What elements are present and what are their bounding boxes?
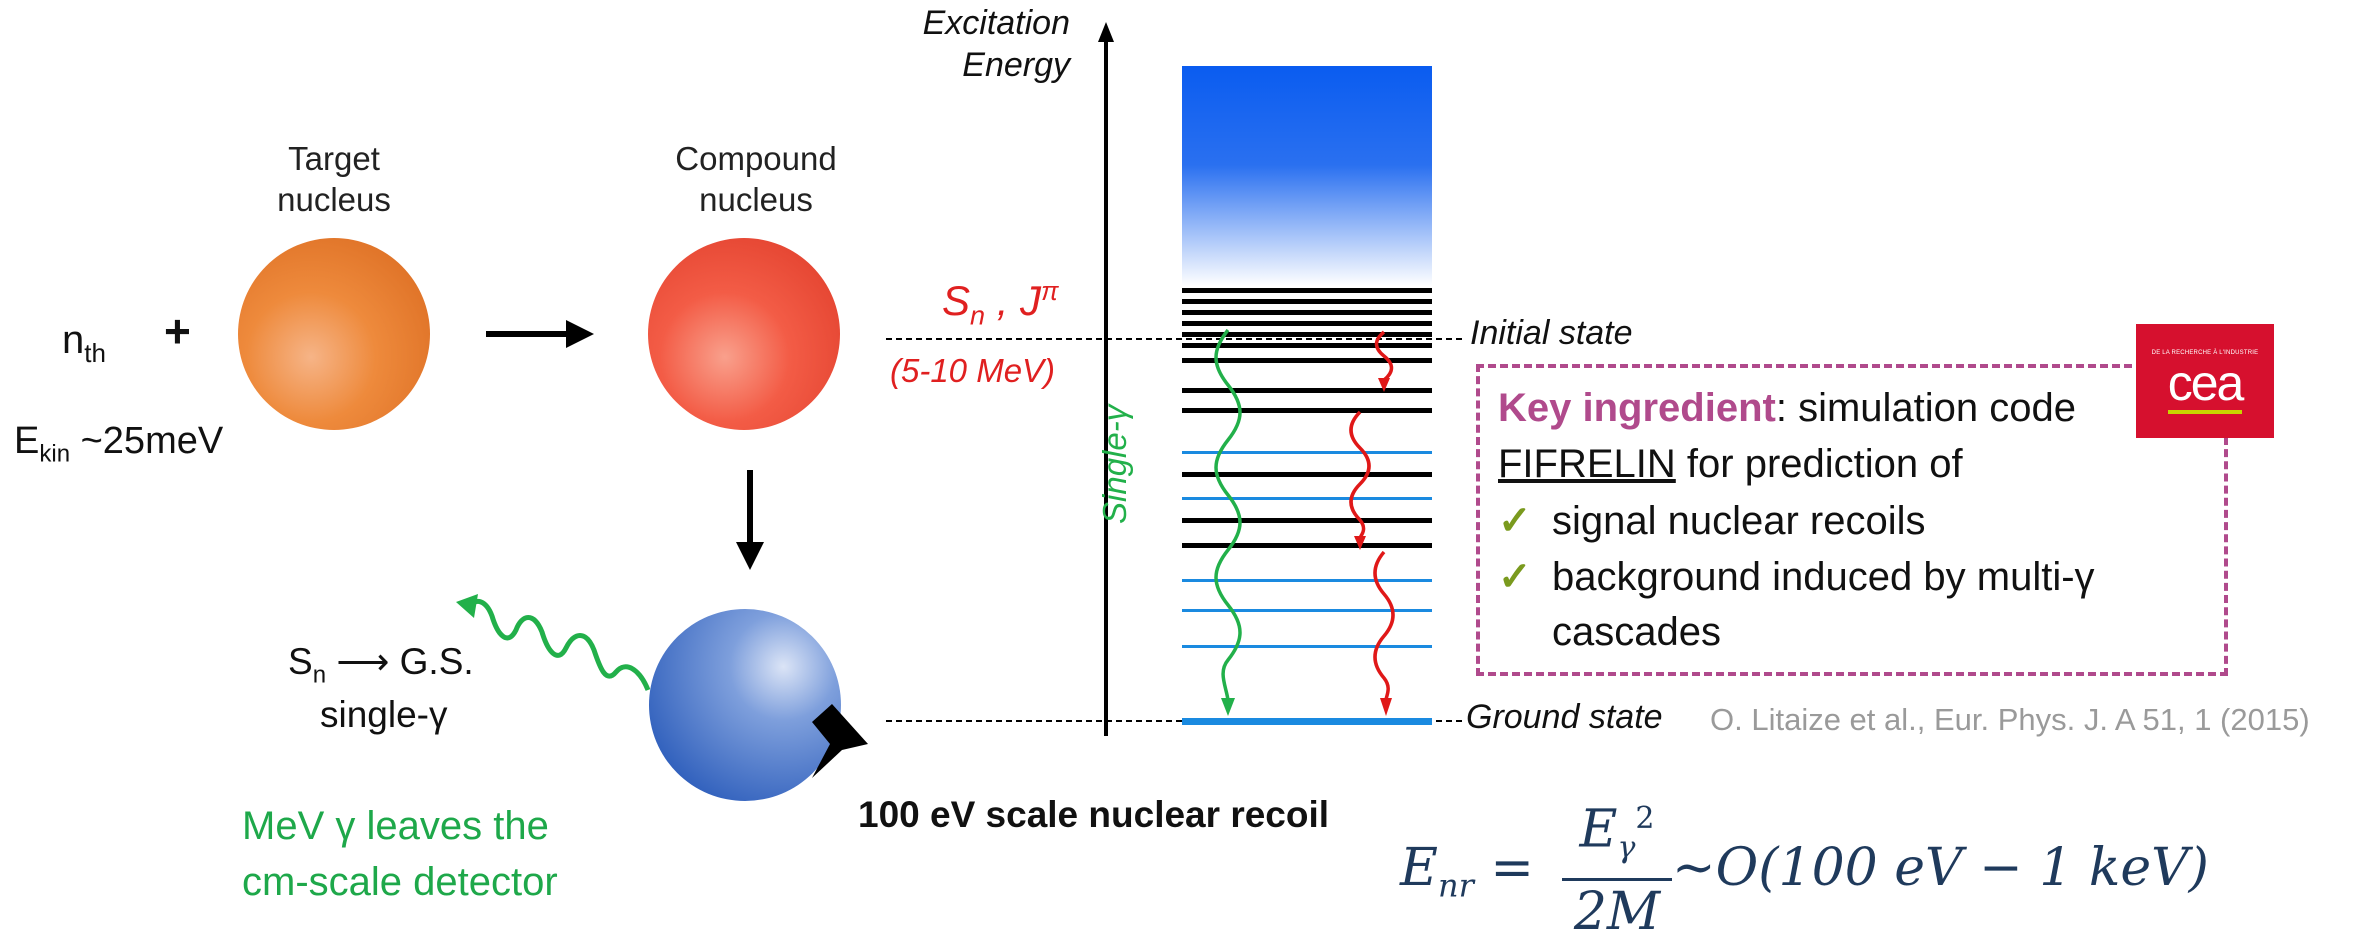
- sn-to-gs-label: Sn ⟶ G.S.: [288, 640, 474, 689]
- key-item-2-continuation: cascades: [1552, 610, 1721, 655]
- continuum-band: [1182, 66, 1432, 286]
- key-ingredient-box: Key ingredient: simulation code FIFRELIN…: [1476, 364, 2228, 676]
- cea-logo-underline: [2168, 410, 2242, 414]
- key-line-2: FIFRELIN for prediction of: [1498, 442, 1963, 487]
- cea-logo-text: cea: [2167, 355, 2245, 411]
- cea-logo: DE LA RECHERCHE À L'INDUSTRIE cea: [2136, 324, 2274, 438]
- recoil-label: 100 eV scale nuclear recoil: [858, 794, 1330, 835]
- mev-gamma-line2: cm-scale detector: [242, 860, 558, 904]
- sn-subscript: n: [970, 300, 986, 331]
- sn-gs-rest: ⟶ G.S.: [326, 641, 474, 682]
- reaction-diagram: [238, 22, 1466, 801]
- compound-label-line1: Compound: [675, 140, 837, 177]
- reaction-arrow-right: [486, 320, 594, 348]
- compound-nucleus: [648, 238, 840, 430]
- pi-superscript: π: [1041, 276, 1059, 306]
- sn-jpi-label: Sn , Jπ: [942, 276, 1058, 331]
- energy-axis: [1098, 22, 1114, 736]
- recoil-arrow-icon: [812, 704, 868, 778]
- cea-logo-tagline: DE LA RECHERCHE À L'INDUSTRIE: [2151, 350, 2259, 356]
- initial-state-label: Initial state: [1470, 314, 1633, 352]
- cascade-transition-3: [1373, 550, 1395, 716]
- axis-label-line2: Energy: [962, 46, 1070, 84]
- single-gamma-vertical-label: Single-γ: [1096, 404, 1133, 524]
- key-item1-text: signal nuclear recoils: [1552, 499, 1926, 543]
- ekin-symbol: E: [14, 420, 40, 462]
- sn-symbol: S: [942, 277, 971, 324]
- kinetic-energy-label: Ekin ~25meV: [14, 420, 223, 469]
- key-item-2: ✓ background induced by multi-γ: [1498, 554, 2095, 600]
- plus-sign: +: [164, 305, 191, 357]
- reference-citation: O. Litaize et al., Eur. Phys. J. A 51, 1…: [1710, 702, 2310, 737]
- check-icon: ✓: [1498, 499, 1532, 543]
- compound-label-line2: nucleus: [699, 181, 813, 218]
- compound-nucleus-label: Compound nucleus: [636, 138, 876, 220]
- cascade-transition-1: [1374, 330, 1394, 392]
- formula-lhs: Enr =: [1400, 838, 1534, 905]
- thermal-neutron-label: nth: [62, 318, 106, 369]
- mev-gamma-line1: MeV γ leaves the: [242, 804, 549, 848]
- energy-levels: [1182, 288, 1432, 725]
- ekin-subscript: kin: [39, 440, 71, 468]
- formula-numerator: Eγ2: [1562, 790, 1672, 881]
- target-label-line1: Target: [288, 140, 380, 177]
- key-line-1: Key ingredient: simulation code: [1498, 386, 2076, 431]
- emitted-gamma-icon: [456, 594, 651, 691]
- ekin-value: ~25meV: [70, 420, 224, 462]
- key-item-1: ✓ signal nuclear recoils: [1498, 498, 1926, 544]
- neutron-subscript: th: [84, 338, 106, 368]
- key-item2-line2: cascades: [1552, 610, 1721, 654]
- cascade-transition-2: [1349, 410, 1371, 550]
- axis-label-line1: Excitation: [922, 4, 1070, 42]
- final-nucleus: [649, 609, 841, 801]
- ground-state-label: Ground state: [1466, 698, 1663, 736]
- key-item2-line1: background induced by multi-γ: [1552, 555, 2095, 599]
- single-gamma-label: single-γ: [320, 694, 448, 735]
- excitation-energy-label: Excitation Energy: [880, 2, 1070, 86]
- target-nucleus: [238, 238, 430, 430]
- mev-gamma-note: MeV γ leaves the cm-scale detector: [242, 798, 558, 910]
- target-nucleus-label: Target nucleus: [234, 138, 434, 220]
- key-ingredient-title: Key ingredient: [1498, 386, 1776, 430]
- sn-gs-subscript: n: [312, 661, 327, 689]
- formula-rhs: ~O(100 eV − 1 keV): [1672, 838, 2209, 898]
- formula-denominator: 2M: [1573, 881, 1661, 942]
- key-line2-rest: for prediction of: [1675, 442, 1963, 486]
- check-icon: ✓: [1498, 555, 1532, 599]
- fifrelin-link[interactable]: FIFRELIN: [1498, 442, 1676, 486]
- reaction-arrow-down: [736, 470, 764, 570]
- target-label-line2: nucleus: [277, 181, 391, 218]
- sn-gs-symbol: S: [288, 641, 313, 682]
- key-line1-rest: : simulation code: [1775, 386, 2076, 430]
- single-gamma-transition: [1214, 328, 1242, 716]
- jpi-symbol: , J: [985, 277, 1042, 324]
- neutron-symbol: n: [62, 318, 85, 362]
- sn-range-label: (5-10 MeV): [890, 352, 1056, 389]
